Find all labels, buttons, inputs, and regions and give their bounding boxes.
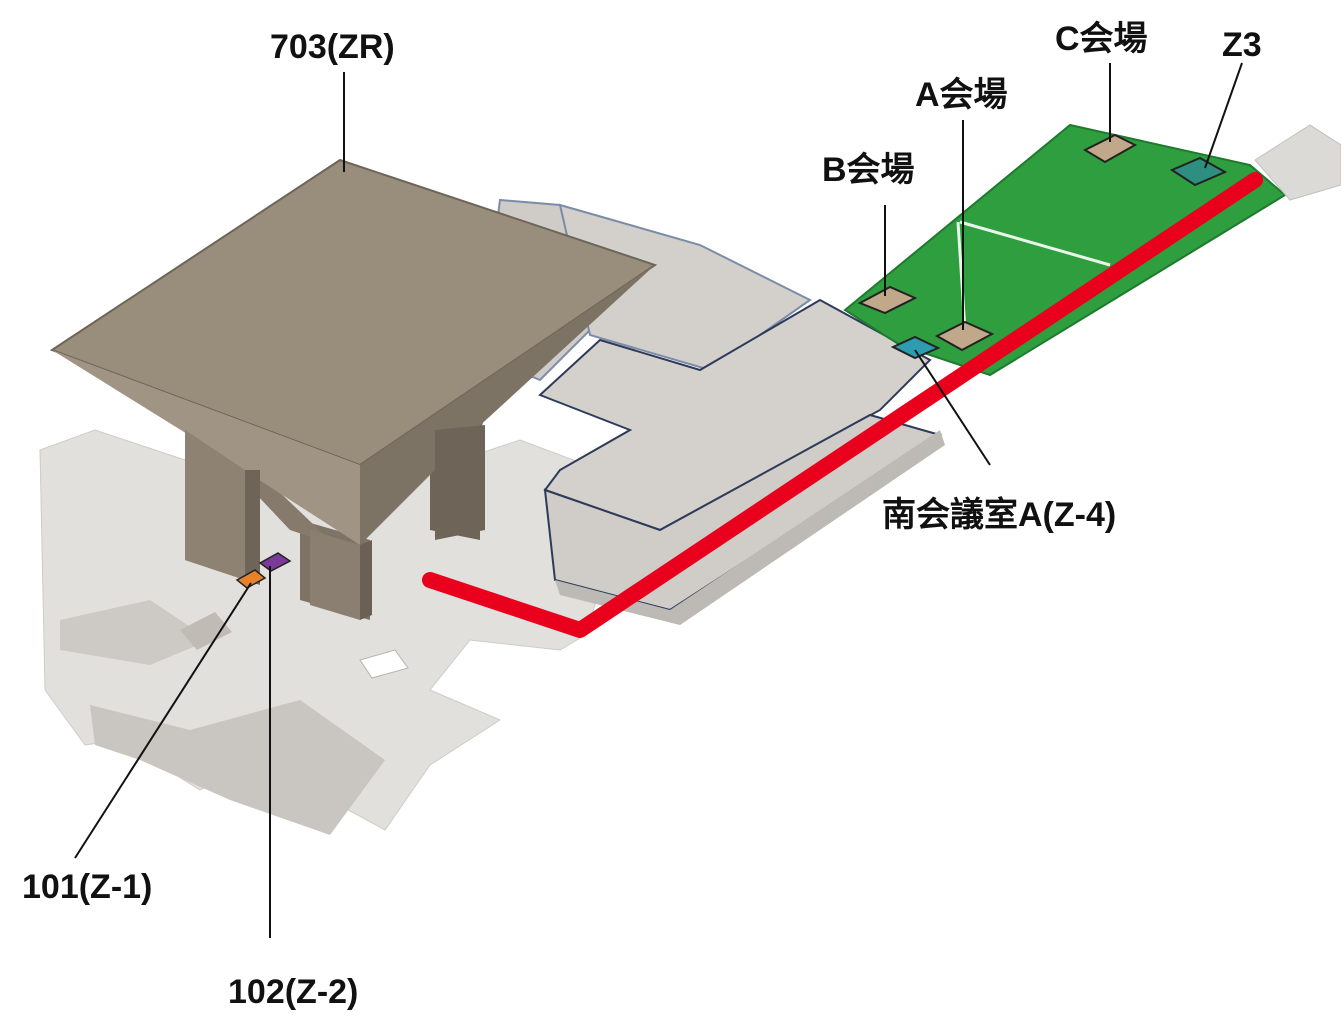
z4-marker	[890, 335, 941, 360]
building-703	[49, 158, 658, 620]
label-hall-b: B会場	[822, 151, 915, 189]
label-hall-c: C会場	[1055, 20, 1148, 58]
label-703-zr: 703(ZR)	[270, 28, 395, 66]
hall-b-marker	[857, 285, 918, 315]
z2-marker	[258, 552, 292, 572]
label-z3: Z3	[1222, 26, 1262, 64]
z3-marker	[1169, 156, 1228, 187]
label-south-room-a: 南会議室A(Z-4)	[882, 496, 1117, 534]
label-hall-a: A会場	[915, 76, 1008, 114]
green-hall-area	[843, 123, 1341, 377]
route-line	[422, 172, 1263, 638]
label-102-z2: 102(Z-2)	[228, 973, 359, 1011]
hall-a-marker	[934, 320, 995, 352]
hall-c-marker	[1082, 133, 1138, 164]
z1-marker	[235, 569, 267, 589]
leader-lines	[74, 62, 1243, 938]
label-101-z1: 101(Z-1)	[22, 868, 153, 906]
